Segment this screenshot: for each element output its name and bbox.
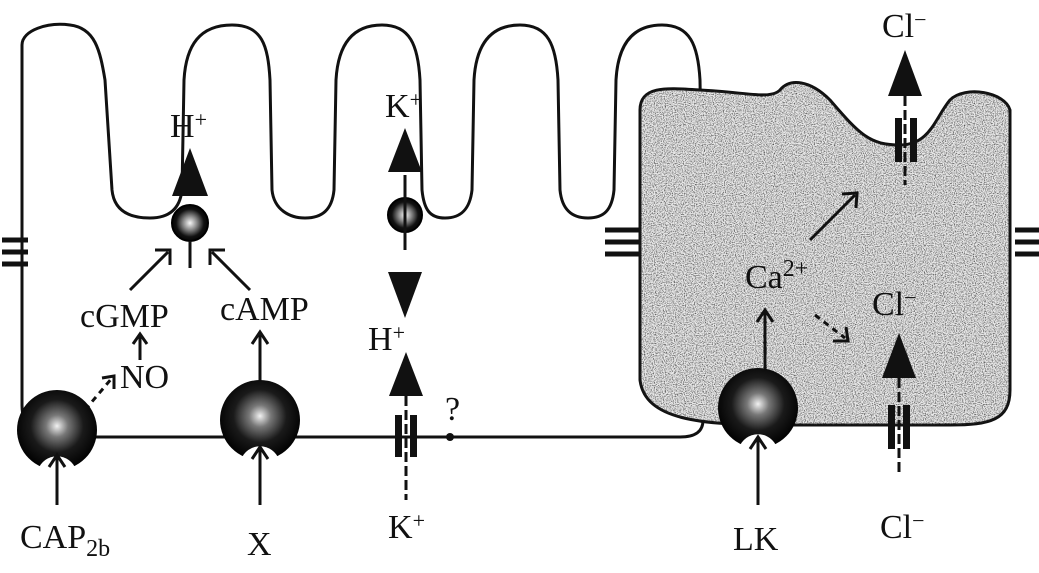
cl-efflux-arrow-top [888, 50, 922, 96]
cl-ion-bottom: Cl− [880, 508, 925, 546]
proton-pump-1 [172, 205, 208, 241]
cl-ion-top: Cl− [882, 7, 927, 45]
cgmp-label: cGMP [80, 298, 169, 335]
tight-junction-right [1015, 230, 1039, 254]
lk-label: LK [733, 521, 779, 558]
no-label: NO [120, 359, 169, 396]
x-label: X [247, 526, 272, 563]
question-mark: ? [445, 391, 460, 428]
camp-label: cAMP [220, 291, 309, 328]
right-cell-stipple [630, 80, 1020, 430]
k-ion-bottom: K+ [388, 508, 425, 546]
cap2b-label: CAP2b [20, 519, 110, 562]
right-cell [630, 80, 1020, 430]
question-dot [446, 433, 454, 441]
